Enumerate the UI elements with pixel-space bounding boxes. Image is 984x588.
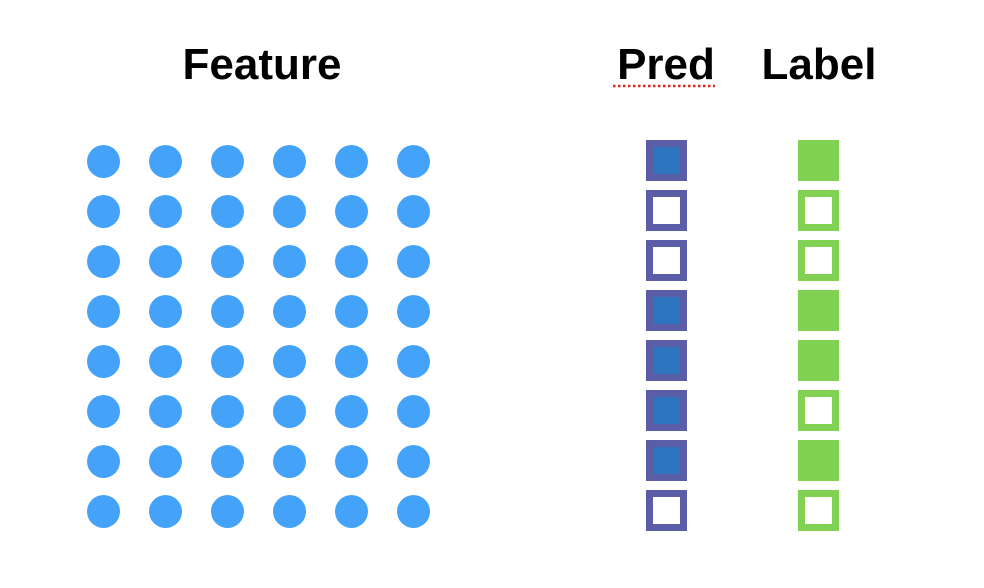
label-box-fill [804,247,832,274]
feature-dot [397,245,430,278]
pred-box-fill [652,247,680,274]
feature-dot [335,495,368,528]
feature-dot [273,195,306,228]
feature-dot [273,295,306,328]
feature-dot [149,445,182,478]
feature-dot [87,445,120,478]
feature-dot [149,395,182,428]
feature-dot [335,195,368,228]
feature-dot [335,345,368,378]
feature-dot [211,295,244,328]
pred-heading: Pred [617,40,715,89]
label-box-fill [804,497,832,524]
label-heading: Label [761,40,877,89]
feature-dot [87,495,120,528]
feature-dot [335,295,368,328]
feature-dot [397,145,430,178]
feature-dot [335,395,368,428]
feature-dot [397,295,430,328]
feature-dot [211,345,244,378]
feature-dot [87,145,120,178]
feature-dot [397,445,430,478]
feature-dot [211,145,244,178]
pred-box-empty [645,490,687,531]
pred-box-filled [645,290,687,331]
label-box-fill [804,397,832,424]
pred-box-fill [652,497,680,524]
feature-dot [211,395,244,428]
feature-dot [335,245,368,278]
label-box-empty [797,240,839,281]
label-box-filled [797,290,839,331]
feature-dot [211,495,244,528]
pred-box-filled [645,140,687,181]
feature-dot [273,145,306,178]
pred-box-fill [652,447,680,474]
pred-box-fill [652,347,680,374]
feature-dot [87,295,120,328]
pred-box-empty [645,190,687,231]
feature-dot [149,245,182,278]
feature-dot [211,245,244,278]
pred-box-filled [645,440,687,481]
label-box-fill [804,347,832,374]
label-box-empty [797,490,839,531]
feature-dot [273,445,306,478]
pred-box-fill [652,147,680,174]
feature-dot [149,145,182,178]
feature-dot [211,195,244,228]
feature-dot [149,295,182,328]
pred-box-filled [645,340,687,381]
feature-dot [335,145,368,178]
feature-dot [149,345,182,378]
feature-dot [397,345,430,378]
feature-dot [273,495,306,528]
feature-heading: Feature [182,40,342,89]
label-box-fill [804,447,832,474]
label-box-fill [804,297,832,324]
label-box-filled [797,140,839,181]
feature-dot [335,445,368,478]
pred-box-filled [645,390,687,431]
label-box-filled [797,340,839,381]
feature-dot [87,195,120,228]
feature-dot [211,445,244,478]
label-box-fill [804,197,832,224]
pred-box-fill [652,197,680,224]
pred-box-empty [645,240,687,281]
feature-dot-grid [87,145,433,529]
label-box-empty [797,390,839,431]
feature-dot [273,345,306,378]
label-box-filled [797,440,839,481]
spellcheck-underline [613,84,715,88]
feature-dot [397,495,430,528]
feature-dot [149,495,182,528]
feature-dot [397,395,430,428]
pred-box-fill [652,397,680,424]
pred-box-fill [652,297,680,324]
feature-dot [87,345,120,378]
feature-dot [87,395,120,428]
label-box-empty [797,190,839,231]
feature-dot [273,395,306,428]
feature-dot [397,195,430,228]
feature-dot [149,195,182,228]
label-box-fill [804,147,832,174]
feature-dot [87,245,120,278]
feature-dot [273,245,306,278]
